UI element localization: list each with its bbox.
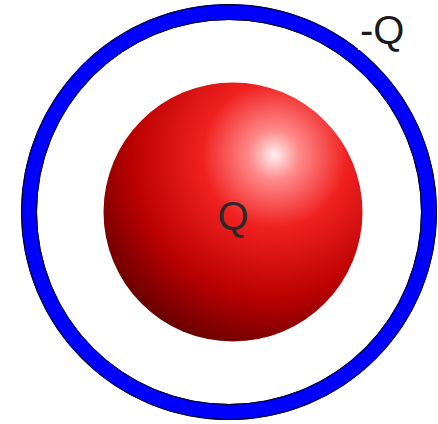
charged-sphere: Q xyxy=(103,82,363,342)
sphere-charge-label: Q xyxy=(217,196,248,236)
shell-charge-label: -Q xyxy=(358,10,406,50)
shell-ring: -Q Q xyxy=(21,4,437,420)
